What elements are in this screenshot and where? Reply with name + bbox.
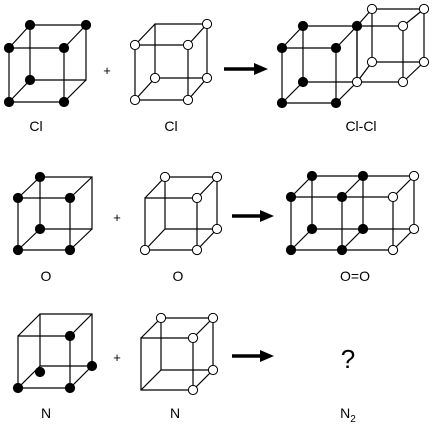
plus-sign-row1: + bbox=[103, 63, 111, 78]
n2-label: N2 bbox=[340, 405, 356, 425]
cl2-molecule-cubes bbox=[276, 3, 430, 109]
reaction-arrow-row2 bbox=[232, 210, 274, 222]
unknown-product-question-mark: ? bbox=[341, 344, 355, 374]
o2-label: O=O bbox=[340, 268, 370, 284]
row-oxygen: O + O bbox=[12, 170, 420, 284]
plus-sign-row2: + bbox=[113, 210, 121, 225]
n-label-right: N bbox=[170, 405, 180, 421]
o-label-left: O bbox=[41, 268, 52, 284]
cl-atom-cube-left bbox=[3, 19, 92, 108]
o-atom-cube-left bbox=[12, 171, 93, 256]
cl-label-left: Cl bbox=[29, 118, 42, 134]
reaction-arrow-row1 bbox=[224, 63, 268, 75]
cl-label-right: Cl bbox=[164, 118, 177, 134]
n-label-left: N bbox=[41, 405, 51, 421]
o-atom-cube-right bbox=[139, 171, 223, 256]
n-atom-cube-left bbox=[12, 313, 98, 394]
cl-atom-cube-right bbox=[129, 18, 213, 106]
n-atom-cube-right bbox=[140, 312, 219, 396]
reaction-arrow-row3 bbox=[232, 350, 274, 362]
plus-sign-row3: + bbox=[113, 350, 121, 365]
o-label-right: O bbox=[173, 268, 184, 284]
row-chlorine: Cl + Cl bbox=[3, 3, 430, 134]
n2-label-subscript: 2 bbox=[350, 414, 356, 425]
n2-label-base: N bbox=[340, 405, 350, 421]
o2-molecule-cubes bbox=[285, 170, 420, 256]
row-nitrogen: N + N ? N2 bbox=[12, 312, 356, 425]
cl2-label: Cl-Cl bbox=[345, 118, 376, 134]
